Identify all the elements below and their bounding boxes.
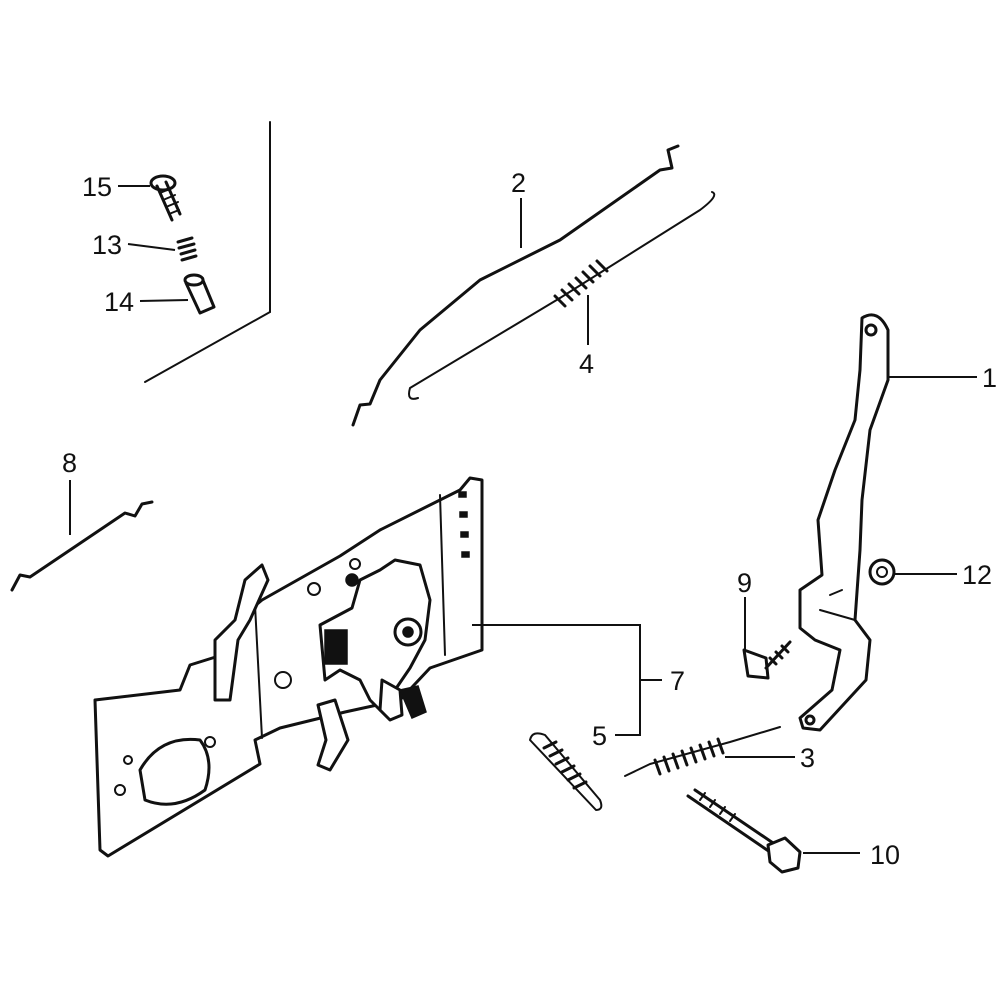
callout-13: 13	[92, 230, 122, 260]
callout-3: 3	[800, 743, 815, 773]
part-3-spring	[624, 726, 781, 777]
part-12-nut	[868, 558, 896, 586]
callout-9: 9	[737, 568, 752, 598]
part-5-spring	[529, 732, 603, 811]
callout-2: 2	[511, 168, 526, 198]
callout-15: 15	[82, 172, 112, 202]
part-15-screw	[149, 174, 182, 222]
part-9-clip	[742, 640, 792, 680]
part-13-spring	[176, 236, 198, 262]
part-1-control-lever	[798, 313, 890, 732]
callout-labels: 1 2 3 4 5 7 8 9 10 12 13 14 15	[62, 168, 997, 870]
callout-4: 4	[579, 349, 594, 379]
leader-lines	[69, 185, 977, 854]
part-10-flange-bolt	[686, 788, 802, 874]
callout-1: 1	[982, 363, 997, 393]
part-4-spring-rod	[408, 191, 716, 400]
part-2-governor-rod	[351, 144, 680, 427]
part-14-collar	[183, 273, 216, 315]
inset-divider	[144, 121, 271, 383]
callout-12: 12	[962, 560, 992, 590]
callout-5: 5	[592, 721, 607, 751]
callout-14: 14	[104, 287, 134, 317]
callout-10: 10	[870, 840, 900, 870]
part-8-choke-rod	[10, 500, 154, 592]
callout-7: 7	[670, 666, 685, 696]
callout-8: 8	[62, 448, 77, 478]
part-7-control-base	[93, 476, 484, 858]
